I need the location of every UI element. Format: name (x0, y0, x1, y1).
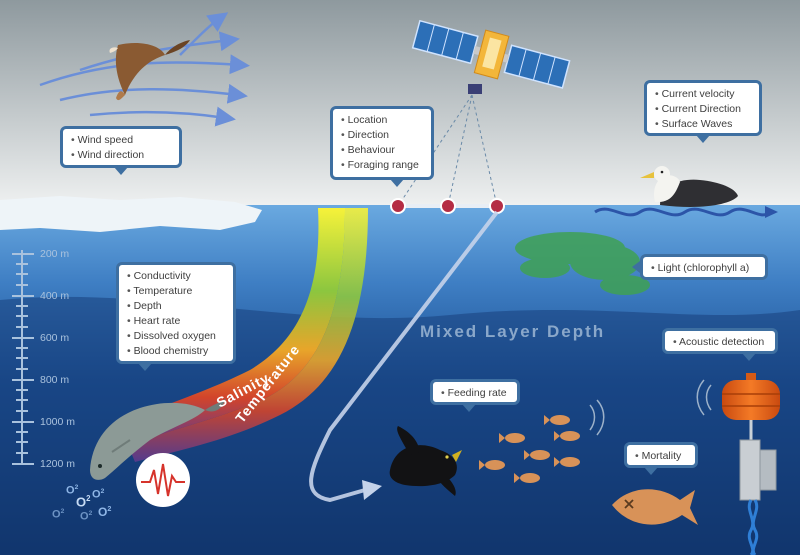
wind-callout: Wind speed Wind direction (60, 126, 182, 168)
surface-wave-icon (594, 207, 772, 217)
wave-arrow-icon (765, 206, 778, 218)
callout-tail (390, 179, 404, 187)
dissolved-oxygen-item: Dissolved oxygen (127, 329, 225, 344)
acoustic-buoy-icon (722, 373, 780, 555)
depth-label-400: 400 m (40, 290, 70, 302)
heart-rate-item: Heart rate (127, 314, 225, 329)
light-callout: Light (chlorophyll a) (640, 254, 768, 280)
oxygen-bubble: O2 (76, 494, 91, 510)
wind-speed-item: Wind speed (71, 133, 171, 148)
light-chlorophyll-item: Light (chlorophyll a) (651, 261, 757, 276)
mortality-callout: Mortality (624, 442, 698, 468)
callout-tail (644, 467, 658, 475)
mortality-item: Mortality (635, 449, 687, 464)
conductivity-item: Conductivity (127, 269, 225, 284)
oxygen-bubble: O2 (98, 504, 112, 519)
surface-waves-item: Surface Waves (655, 117, 751, 132)
tracking-callout: Location Direction Behaviour Foraging ra… (330, 106, 434, 180)
blood-chemistry-item: Blood chemistry (127, 344, 225, 359)
penguin-icon (389, 426, 462, 496)
callout-tail (462, 404, 476, 412)
oxygen-bubble: O2 (92, 488, 105, 501)
heartbeat-icon (136, 453, 190, 507)
callout-tail (632, 261, 640, 273)
foraging-range-item: Foraging range (341, 158, 423, 173)
ice-floe (0, 196, 262, 232)
temperature-item: Temperature (127, 284, 225, 299)
albatross-flying-icon (109, 40, 190, 101)
current-direction-item: Current Direction (655, 102, 751, 117)
callout-tail (138, 363, 152, 371)
depth-scale (12, 250, 34, 465)
albatross-sitting-icon (640, 166, 738, 207)
oxygen-bubble: O2 (52, 508, 65, 521)
depth-label-200: 200 m (40, 248, 70, 260)
callout-tail (696, 135, 710, 143)
depth-label-1000: 1000 m (40, 416, 76, 428)
depth-label-1200: 1200 m (40, 458, 76, 470)
wind-direction-item: Wind direction (71, 148, 171, 163)
behaviour-item: Behaviour (341, 143, 423, 158)
fish-school-icon (479, 415, 580, 483)
current-velocity-item: Current velocity (655, 87, 751, 102)
depth-label-800: 800 m (40, 374, 70, 386)
seal-sensor-callout: Conductivity Temperature Depth Heart rat… (116, 262, 236, 364)
tracking-lines (397, 94, 498, 207)
acoustic-callout: Acoustic detection (662, 328, 778, 354)
feeding-callout: Feeding rate (430, 379, 520, 405)
direction-item: Direction (341, 128, 423, 143)
location-item: Location (341, 113, 423, 128)
oxygen-bubble: O2 (66, 484, 79, 497)
ocean-surface-callout: Current velocity Current Direction Surfa… (644, 80, 762, 136)
dead-fish-icon (612, 489, 698, 525)
depth-label-600: 600 m (40, 332, 70, 344)
temperature-band (128, 208, 368, 462)
dive-trajectory (309, 210, 499, 503)
oxygen-bubble: O2 (80, 510, 93, 523)
acoustic-detection-item: Acoustic detection (673, 335, 767, 350)
sound-waves-icon (589, 379, 712, 436)
satellite-icon (411, 19, 571, 94)
depth-item: Depth (127, 299, 225, 314)
chlorophyll-patch (515, 232, 650, 295)
mixed-layer-depth-label: Mixed Layer Depth (420, 322, 606, 341)
callout-tail (742, 353, 756, 361)
trajectory-arrowhead-icon (362, 480, 382, 500)
feeding-rate-item: Feeding rate (441, 386, 509, 401)
seal-icon (90, 398, 226, 480)
callout-tail (114, 167, 128, 175)
